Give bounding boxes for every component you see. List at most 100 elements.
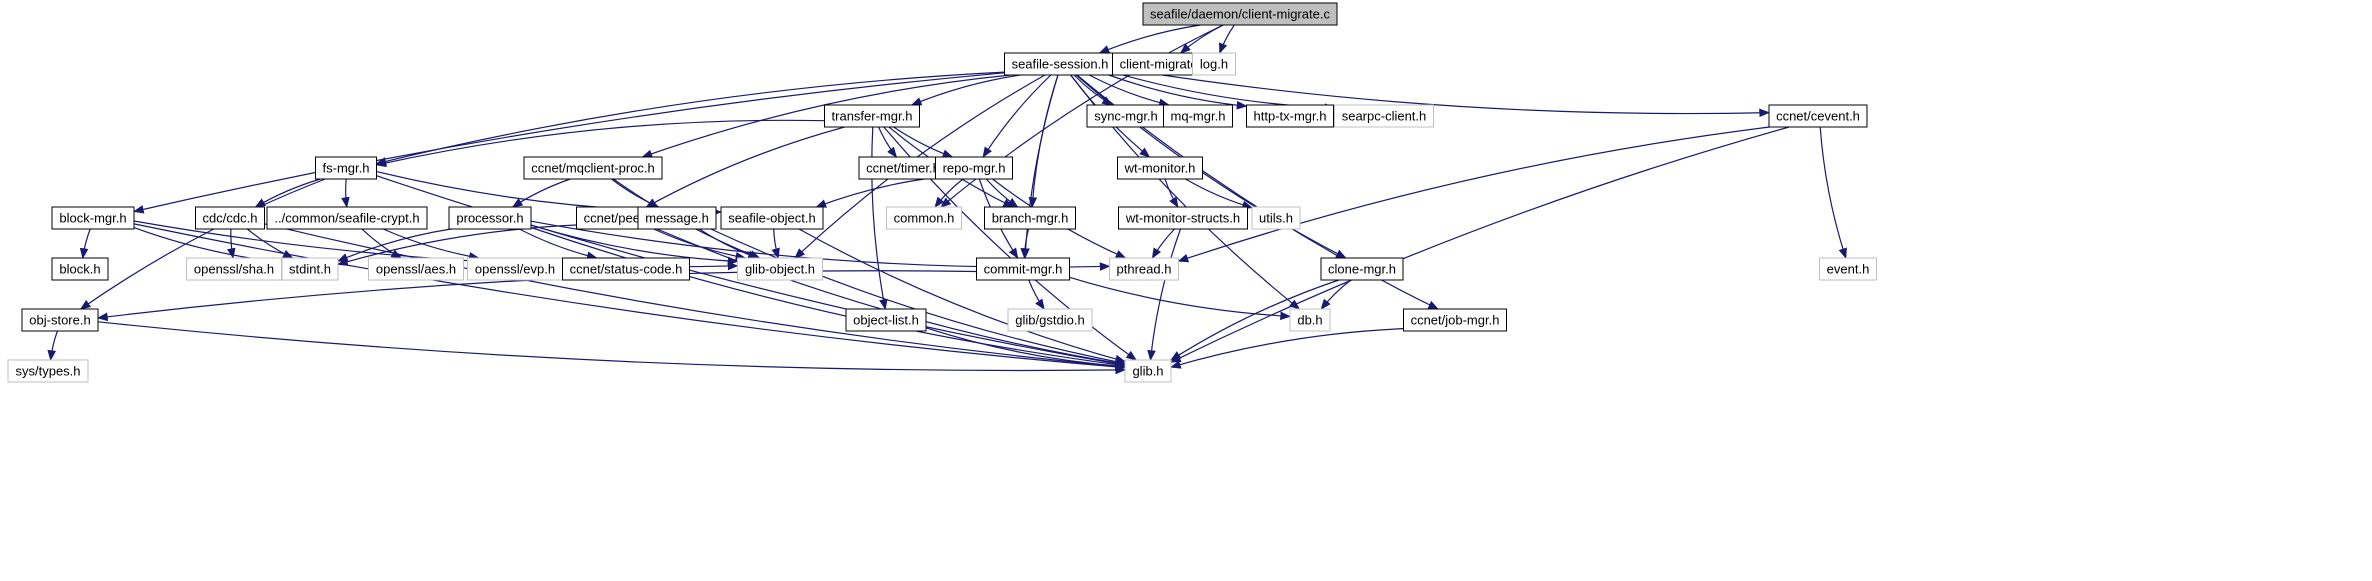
node-mqproc[interactable]: ccnet/mqclient-proc.h xyxy=(523,156,663,180)
edge-proc-to-stdint xyxy=(337,228,452,262)
edge-xfer-to-timer xyxy=(878,126,898,158)
node-label-fs: fs-mgr.h xyxy=(323,161,370,176)
edge-cevent-to-glib xyxy=(1170,126,1790,363)
node-eventh: event.h xyxy=(1819,257,1877,281)
node-box-sobj xyxy=(720,206,824,230)
node-box-cdc xyxy=(195,206,265,230)
node-status[interactable]: ccnet/status-code.h xyxy=(562,257,690,281)
edge-root-to-sess xyxy=(1098,24,1201,54)
node-timer[interactable]: ccnet/timer.h xyxy=(858,156,948,180)
node-label-aes: openssl/aes.h xyxy=(376,262,456,277)
node-box-proc xyxy=(448,206,532,230)
node-xfer[interactable]: transfer-mgr.h xyxy=(824,104,920,128)
node-label-wtmon: wt-monitor.h xyxy=(1124,161,1196,176)
node-label-blockh: block.h xyxy=(59,262,100,277)
node-box-eventh xyxy=(1819,257,1877,281)
node-mq[interactable]: mq-mgr.h xyxy=(1163,104,1233,128)
node-label-mqproc: ccnet/mqclient-proc.h xyxy=(531,161,655,176)
edge-sess-to-commit xyxy=(1021,74,1059,260)
node-searpc: searpc-client.h xyxy=(1334,104,1434,128)
edge-cevent-to-eventh xyxy=(1819,126,1847,260)
node-evp: openssl/evp.h xyxy=(467,257,563,281)
node-objstore[interactable]: obj-store.h xyxy=(21,308,99,332)
edge-sess-to-branch xyxy=(1028,74,1059,209)
edge-sobj-to-glib xyxy=(798,228,1127,364)
node-box-pthread xyxy=(1109,257,1179,281)
node-label-clone: clone-mgr.h xyxy=(1328,262,1396,277)
node-wtmon[interactable]: wt-monitor.h xyxy=(1117,156,1203,180)
node-sobj[interactable]: seafile-object.h xyxy=(720,206,824,230)
edge-job-to-glib xyxy=(1169,328,1404,369)
node-label-wtms: wt-monitor-structs.h xyxy=(1125,211,1240,226)
node-label-systypes: sys/types.h xyxy=(15,364,80,379)
node-label-stdint: stdint.h xyxy=(289,262,331,277)
node-label-root: seafile/daemon/client-migrate.c xyxy=(1150,7,1330,22)
edge-wtms-to-pthread xyxy=(1151,228,1176,259)
node-fs[interactable]: fs-mgr.h xyxy=(315,156,377,180)
edge-peer-to-stdint xyxy=(336,224,577,266)
node-cevent[interactable]: ccnet/cevent.h xyxy=(1768,104,1868,128)
node-repo[interactable]: repo-mgr.h xyxy=(935,156,1013,180)
node-wtms[interactable]: wt-monitor-structs.h xyxy=(1118,206,1248,230)
node-proc[interactable]: processor.h xyxy=(448,206,532,230)
node-layer: seafile/daemon/client-migrate.c seafile-s… xyxy=(7,2,1877,383)
node-box-glib xyxy=(1124,359,1172,383)
node-clone[interactable]: clone-mgr.h xyxy=(1320,257,1404,281)
edge-sess-to-cevent xyxy=(1115,67,1771,118)
node-msg[interactable]: message.h xyxy=(637,206,717,230)
edge-commit-to-db xyxy=(1069,276,1292,321)
node-label-job: ccnet/job-mgr.h xyxy=(1411,313,1500,328)
node-box-block xyxy=(51,206,135,230)
node-label-branch: branch-mgr.h xyxy=(992,211,1069,226)
edge-cdc-to-stdint xyxy=(246,228,294,259)
node-box-repo xyxy=(935,156,1013,180)
node-sync[interactable]: sync-mgr.h xyxy=(1086,104,1166,128)
edge-objlist-to-glib xyxy=(925,327,1127,371)
edge-fs-to-cdc xyxy=(254,178,321,208)
node-label-peer: ccnet/peer.h xyxy=(584,211,655,226)
node-label-repo: repo-mgr.h xyxy=(943,161,1006,176)
edge-wtms-to-glib xyxy=(1147,228,1182,362)
node-block[interactable]: block-mgr.h xyxy=(51,206,135,230)
node-box-root xyxy=(1142,2,1338,26)
node-job[interactable]: ccnet/job-mgr.h xyxy=(1403,308,1507,332)
node-label-common: common.h xyxy=(894,211,955,226)
node-systypes: sys/types.h xyxy=(7,359,89,383)
edge-proc-to-status xyxy=(519,228,598,260)
node-root[interactable]: seafile/daemon/client-migrate.c xyxy=(1142,2,1338,26)
edge-proc-to-gobj xyxy=(530,224,739,266)
node-blockh[interactable]: block.h xyxy=(51,257,109,281)
edge-xfer-to-peer xyxy=(645,126,845,208)
edge-fs-to-crypt xyxy=(341,178,350,209)
edge-sess-to-repo xyxy=(982,74,1052,158)
node-commit[interactable]: commit-mgr.h xyxy=(976,257,1070,281)
node-label-db: db.h xyxy=(1297,313,1322,328)
node-http[interactable]: http-tx-mgr.h xyxy=(1246,104,1334,128)
node-box-db xyxy=(1289,308,1331,332)
edge-repo-to-common xyxy=(934,178,964,208)
node-branch[interactable]: branch-mgr.h xyxy=(984,206,1076,230)
node-stdint: stdint.h xyxy=(281,257,339,281)
edge-sess-to-xfer xyxy=(910,74,1021,106)
node-box-objlist xyxy=(845,308,927,332)
node-gobj: glib-object.h xyxy=(737,257,823,281)
node-cdc[interactable]: cdc/cdc.h xyxy=(195,206,265,230)
node-label-xfer: transfer-mgr.h xyxy=(832,109,913,124)
node-box-job xyxy=(1403,308,1507,332)
node-sess[interactable]: seafile-session.h xyxy=(1004,52,1116,76)
node-box-wtms xyxy=(1118,206,1248,230)
node-pthread: pthread.h xyxy=(1109,257,1179,281)
edge-mqproc-to-proc xyxy=(511,178,571,208)
edge-cdc-to-sha xyxy=(227,228,236,260)
node-box-commit xyxy=(976,257,1070,281)
node-label-objstore: obj-store.h xyxy=(29,313,90,328)
edge-wtmon-to-utils xyxy=(1185,178,1254,210)
node-crypt[interactable]: ../common/seafile-crypt.h xyxy=(266,206,428,230)
edge-xfer-to-objlist xyxy=(871,126,888,311)
node-objlist[interactable]: object-list.h xyxy=(845,308,927,332)
node-label-cevent: ccnet/cevent.h xyxy=(1776,109,1860,124)
edge-sess-to-clone xyxy=(1075,74,1347,259)
node-box-status xyxy=(562,257,690,281)
node-box-gobj xyxy=(737,257,823,281)
node-box-msg xyxy=(637,206,717,230)
